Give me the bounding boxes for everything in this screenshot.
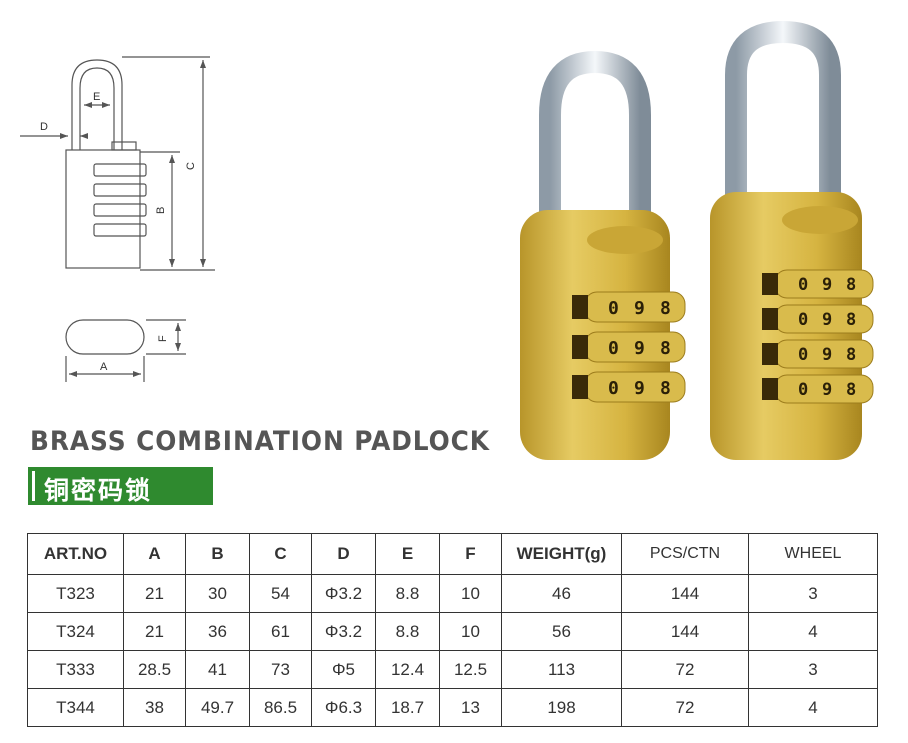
label-e: E [93, 91, 100, 103]
right-wheel-4-digit-c: 8 [846, 380, 856, 400]
label-a: A [100, 361, 108, 373]
table-cell: 4 [748, 612, 878, 651]
table-cell: 36 [185, 612, 250, 651]
table-cell: Φ3.2 [311, 612, 376, 651]
right-wheel-2-digit-a: 0 [798, 310, 808, 330]
chinese-title: 铜密码锁 [44, 476, 153, 505]
table-cell: 49.7 [185, 688, 250, 727]
table-cell: T333 [27, 650, 124, 689]
right-wheel-3-digit-a: 0 [798, 345, 808, 365]
table-cell: 3 [748, 574, 878, 613]
table-cell: 21 [123, 612, 186, 651]
left-wheel-1-digit-c: 8 [660, 298, 671, 319]
table-cell: 144 [621, 574, 749, 613]
right-wheel-1-digit-b: 9 [822, 275, 832, 295]
table-cell: T344 [27, 688, 124, 727]
col-a: A [123, 533, 186, 575]
table-cell: 12.5 [439, 650, 502, 689]
right-wheel-3-digit-c: 8 [846, 345, 856, 365]
table-row: T333 28.5 41 73 Φ5 12.4 12.5 113 72 3 [27, 650, 878, 689]
left-wheel-2-digit-c: 8 [660, 338, 671, 359]
right-wheel-2-digit-b: 9 [822, 310, 832, 330]
table-cell: 38 [123, 688, 186, 727]
col-art-no: ART.NO [27, 533, 124, 575]
table-cell: 30 [185, 574, 250, 613]
table-row: T323 21 30 54 Φ3.2 8.8 10 46 144 3 [27, 574, 878, 613]
col-b: B [185, 533, 250, 575]
table-row: T344 38 49.7 86.5 Φ6.3 18.7 13 198 72 4 [27, 688, 878, 727]
table-cell: 72 [621, 650, 749, 689]
table-cell: 72 [621, 688, 749, 727]
table-cell: 46 [501, 574, 622, 613]
right-wheel-1-digit-c: 8 [846, 275, 856, 295]
col-weight: WEIGHT(g) [501, 533, 622, 575]
left-wheel-3-digit-b: 9 [634, 378, 645, 399]
table-cell: 113 [501, 650, 622, 689]
left-wheel-1-digit-a: 0 [608, 298, 619, 319]
label-d: D [40, 121, 48, 133]
left-wheel-3-digit-a: 0 [608, 378, 619, 399]
table-cell: 54 [249, 574, 312, 613]
dimension-drawing: E D C B A F [20, 56, 215, 382]
table-cell: 10 [439, 612, 502, 651]
table-cell: 10 [439, 574, 502, 613]
col-f: F [439, 533, 502, 575]
table-cell: 86.5 [249, 688, 312, 727]
table-cell: 144 [621, 612, 749, 651]
table-cell: 61 [249, 612, 312, 651]
left-wheel-2-digit-a: 0 [608, 338, 619, 359]
label-c: C [185, 162, 197, 170]
right-wheel-1-digit-a: 0 [798, 275, 808, 295]
banner-accent [32, 471, 35, 501]
table-header-row: ART.NO A B C D E F WEIGHT(g) PCS/CTN WHE… [27, 533, 878, 575]
right-wheel-4-digit-a: 0 [798, 380, 808, 400]
table-cell: 28.5 [123, 650, 186, 689]
table-cell: 18.7 [375, 688, 440, 727]
table-cell: 8.8 [375, 574, 440, 613]
right-wheel-3-digit-b: 9 [822, 345, 832, 365]
spec-table: ART.NO A B C D E F WEIGHT(g) PCS/CTN WHE… [27, 533, 878, 727]
label-b: B [155, 207, 167, 214]
table-cell: 8.8 [375, 612, 440, 651]
table-cell: 56 [501, 612, 622, 651]
table-row: T324 21 36 61 Φ3.2 8.8 10 56 144 4 [27, 612, 878, 651]
table-cell: 4 [748, 688, 878, 727]
padlock-photo: 0 9 8 0 9 8 0 9 8 0 9 8 0 9 8 0 9 8 0 9 … [520, 20, 874, 460]
table-cell: 21 [123, 574, 186, 613]
table-cell: T324 [27, 612, 124, 651]
table-cell: 198 [501, 688, 622, 727]
left-wheel-2-digit-b: 9 [634, 338, 645, 359]
col-e: E [375, 533, 440, 575]
left-wheel-3-digit-c: 8 [660, 378, 671, 399]
table-cell: Φ3.2 [311, 574, 376, 613]
right-wheel-4-digit-b: 9 [822, 380, 832, 400]
col-wheel: WHEEL [748, 533, 878, 575]
table-cell: 73 [249, 650, 312, 689]
table-cell: 12.4 [375, 650, 440, 689]
table-cell: 41 [185, 650, 250, 689]
table-cell: 3 [748, 650, 878, 689]
label-f: F [157, 335, 169, 342]
col-c: C [249, 533, 312, 575]
product-title: BRASS COMBINATION PADLOCK [30, 426, 490, 457]
chinese-title-banner: 铜密码锁 [28, 467, 213, 505]
right-wheel-2-digit-c: 8 [846, 310, 856, 330]
table-cell: T323 [27, 574, 124, 613]
col-d: D [311, 533, 376, 575]
col-pcs-ctn: PCS/CTN [621, 533, 749, 575]
table-cell: Φ6.3 [311, 688, 376, 727]
table-cell: 13 [439, 688, 502, 727]
left-wheel-1-digit-b: 9 [634, 298, 645, 319]
table-cell: Φ5 [311, 650, 376, 689]
